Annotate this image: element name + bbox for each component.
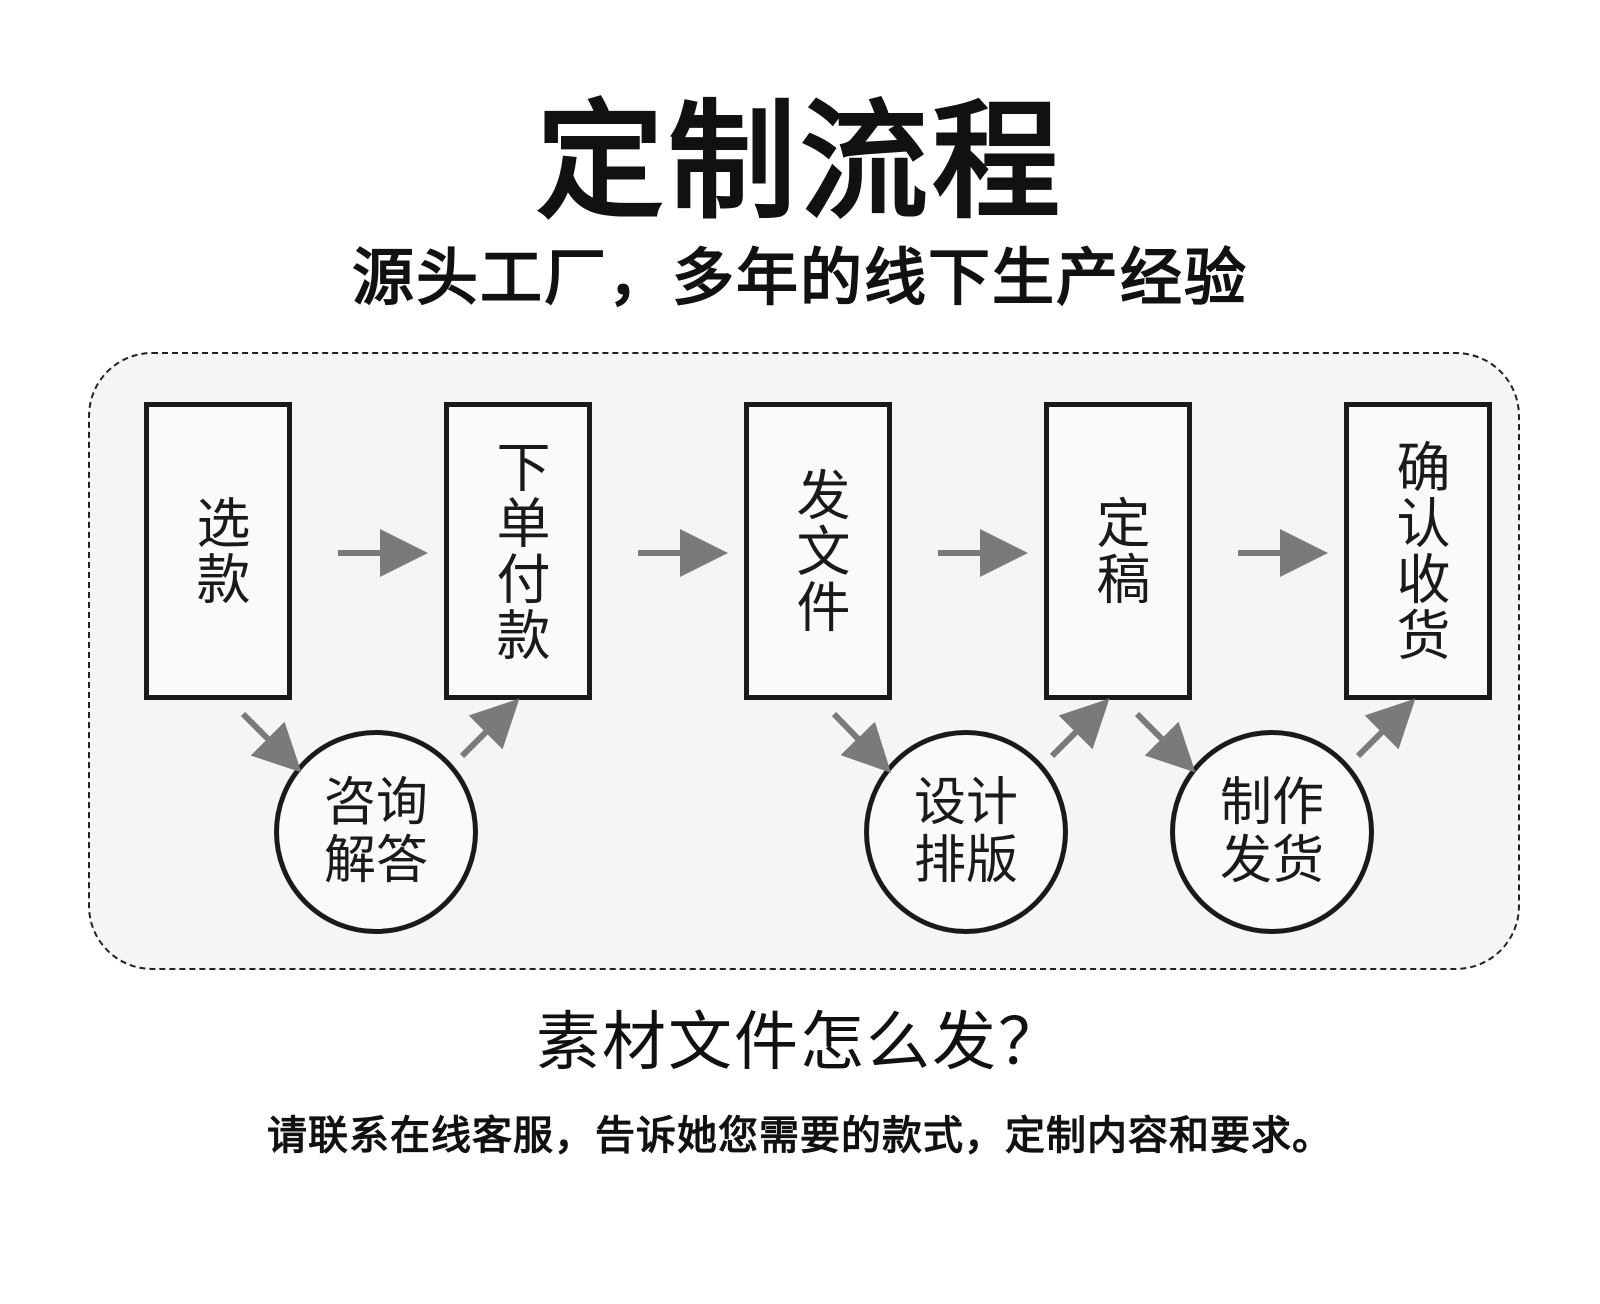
- substep-label-line2: 解答: [323, 831, 428, 891]
- step-label: 下单付款: [487, 439, 550, 663]
- step-box-confirm-receipt: 确认收货: [1344, 402, 1492, 700]
- step-box-finalize: 定稿: [1044, 402, 1192, 700]
- contact-note: 请联系在线客服，告诉她您需要的款式，定制内容和要求。: [267, 1113, 1333, 1159]
- page-title: 定制流程: [535, 88, 1064, 237]
- step-box-order-payment: 下单付款: [444, 402, 592, 700]
- step-label: 发文件: [787, 467, 850, 635]
- substep-circle-consult: 咨询 解答: [274, 730, 478, 934]
- arrow-down-right-icon: [240, 711, 302, 773]
- page-subtitle: 源头工厂，多年的线下生产经验: [351, 241, 1248, 314]
- step-box-select-style: 选款: [144, 402, 292, 700]
- substep-label-line1: 制作: [1219, 773, 1324, 833]
- substep-label-line2: 排版: [913, 831, 1018, 891]
- step-box-send-files: 发文件: [744, 402, 892, 700]
- substep-label-line1: 设计: [913, 773, 1018, 833]
- step-label: 选款: [187, 495, 250, 607]
- arrow-up-right-icon: [1355, 698, 1416, 759]
- substep-label-line1: 咨询: [323, 773, 428, 833]
- arrow-up-right-icon: [459, 698, 520, 759]
- substep-circle-design: 设计 排版: [864, 730, 1068, 934]
- arrow-up-right-icon: [1049, 698, 1110, 759]
- step-label: 确认收货: [1387, 439, 1450, 663]
- step-label: 定稿: [1087, 495, 1150, 607]
- arrow-down-right-icon: [831, 711, 892, 773]
- question-heading: 素材文件怎么发？: [536, 1006, 1064, 1080]
- substep-circle-production: 制作 发货: [1170, 730, 1374, 934]
- substep-label-line2: 发货: [1219, 831, 1324, 891]
- arrow-down-right-icon: [1134, 711, 1196, 773]
